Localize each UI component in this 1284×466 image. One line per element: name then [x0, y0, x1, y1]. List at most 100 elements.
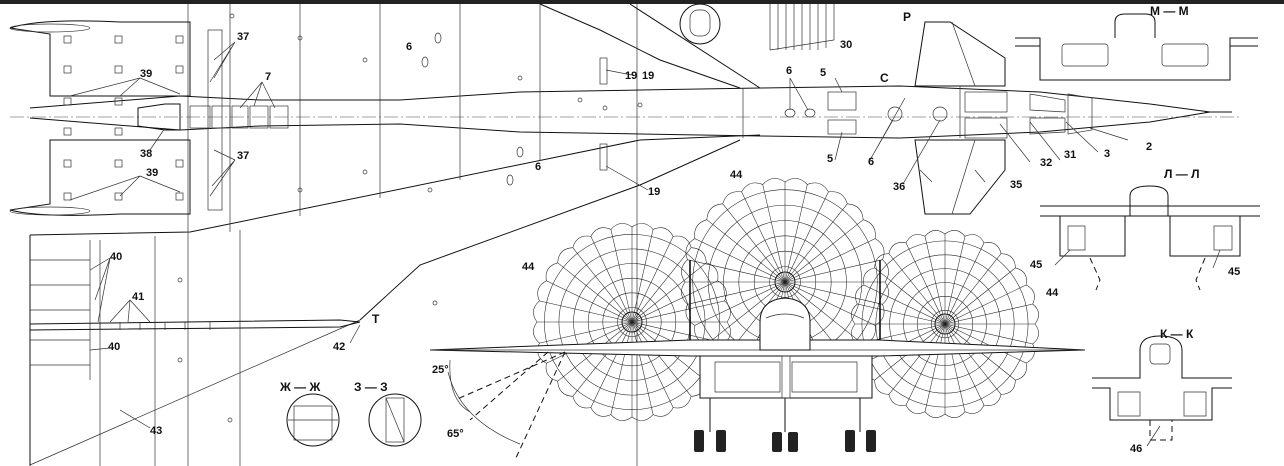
callout-39b: 39	[146, 167, 158, 179]
kk-bays	[1117, 391, 1207, 417]
callout-31: 31	[1064, 149, 1076, 161]
chute-vent	[621, 311, 643, 333]
callout-19c: 19	[648, 186, 660, 198]
chute-gore-line	[687, 259, 786, 283]
section-z-z	[368, 393, 422, 447]
mm-dorsal	[1114, 13, 1156, 38]
round-hatch-inner	[689, 9, 711, 37]
chute-gore-line	[610, 229, 633, 323]
chute-gore-line	[631, 321, 692, 397]
elevon-panels	[30, 240, 91, 380]
hatch-lower	[827, 119, 857, 135]
front-intakes	[714, 361, 858, 393]
mm-bay-left	[1061, 43, 1109, 67]
intake-lip-lower	[9, 206, 91, 216]
callout-35: 35	[1010, 179, 1022, 191]
section-k-k	[1092, 335, 1232, 441]
chute-gore-line	[631, 236, 674, 323]
chute-ring	[861, 240, 1029, 408]
mm-outer	[1015, 37, 1258, 81]
callout-44a: 44	[730, 169, 743, 181]
label-p: Р	[903, 10, 911, 24]
chute-ring	[587, 277, 677, 367]
wing-edge-upper-2	[629, 3, 761, 89]
labels: 37 37 7 39 39 38 40 40 41 42 43 6 6 6 6 …	[108, 4, 1240, 455]
label-s: С	[880, 71, 889, 85]
callout-6d: 6	[868, 156, 874, 168]
label-l-l: Л — Л	[1164, 167, 1200, 181]
chute-gore-line	[784, 203, 848, 283]
drag-chute-right	[851, 230, 1039, 418]
callout-6c: 6	[786, 65, 792, 77]
ll-wheels	[1067, 225, 1233, 251]
label-k-k: К — К	[1160, 327, 1194, 341]
drag-chute-center	[681, 178, 889, 386]
leader-lines	[69, 41, 1221, 447]
chute-gore-line	[784, 238, 876, 283]
chute-gore-line	[863, 284, 946, 325]
chute-gore-line	[944, 323, 985, 406]
callout-46: 46	[1130, 443, 1142, 455]
chute-gore-line	[546, 280, 633, 323]
chute-gore-line	[706, 219, 786, 283]
wing-fairing-rail	[29, 319, 361, 331]
fuselage-outline	[29, 85, 1211, 139]
chute-gore-line	[944, 242, 985, 325]
callout-45a: 45	[1030, 259, 1042, 271]
hatch-upper	[827, 91, 857, 111]
chute-gore-line	[687, 281, 786, 305]
angle-arc-65	[447, 371, 521, 445]
callout-37b: 37	[237, 150, 249, 162]
panel-19-lower	[599, 143, 608, 171]
canard-bays	[1029, 93, 1066, 135]
callout-6b: 6	[535, 161, 541, 173]
callout-41: 41	[132, 291, 144, 303]
plan-view	[9, 3, 1240, 466]
chute-gore-line	[944, 323, 1027, 364]
nacelle-strip	[207, 29, 223, 211]
chute-gore-line	[572, 321, 633, 397]
kk-tube	[1149, 343, 1171, 365]
wing-root-lower	[29, 134, 761, 236]
radar-bay	[1067, 93, 1093, 135]
callout-37a: 37	[237, 31, 249, 43]
chute-gore-line	[784, 281, 876, 326]
chute-gore-line	[784, 184, 808, 283]
chute-gore-line	[944, 267, 1016, 325]
panel-19-upper	[599, 57, 608, 85]
canopy-frame	[765, 313, 805, 319]
chute-gore-line	[557, 262, 633, 323]
callout-32: 32	[1040, 157, 1052, 169]
mm-bay-right	[1161, 43, 1209, 67]
chute-gore-line	[631, 300, 725, 323]
chute-gore-line	[784, 281, 864, 345]
chute-gore-line	[590, 321, 633, 408]
chute-gore-line	[905, 242, 946, 325]
section-m-m	[1015, 13, 1258, 81]
ll-skin	[1040, 205, 1260, 217]
chute-gore-line	[924, 323, 946, 412]
callout-43: 43	[150, 425, 162, 437]
callout-39a: 39	[140, 68, 152, 80]
front-canopy	[759, 297, 811, 351]
chute-gore-line	[944, 284, 1027, 325]
chute-ring	[617, 307, 647, 337]
chute-container-30	[769, 4, 835, 51]
callout-36: 36	[893, 181, 905, 193]
drag-chutes	[533, 178, 1039, 421]
engine-nacelle-lower	[9, 139, 191, 216]
chute-gore-line	[631, 229, 654, 323]
round-hatch	[679, 3, 721, 45]
chute-gore-line	[706, 281, 786, 345]
chute-gore-line	[944, 323, 1002, 395]
canard-hinge-lower	[951, 139, 976, 215]
chute-gore-line	[784, 219, 864, 283]
callout-7: 7	[265, 71, 271, 83]
front-wing	[429, 339, 1086, 357]
callout-5a: 5	[820, 67, 826, 79]
canard-hinge-upper	[951, 21, 976, 87]
chute-gore-line	[944, 253, 1002, 325]
angle-arc-25	[449, 359, 471, 413]
nacelle-access-panels	[63, 35, 184, 201]
angle-25: 25°	[432, 364, 449, 376]
